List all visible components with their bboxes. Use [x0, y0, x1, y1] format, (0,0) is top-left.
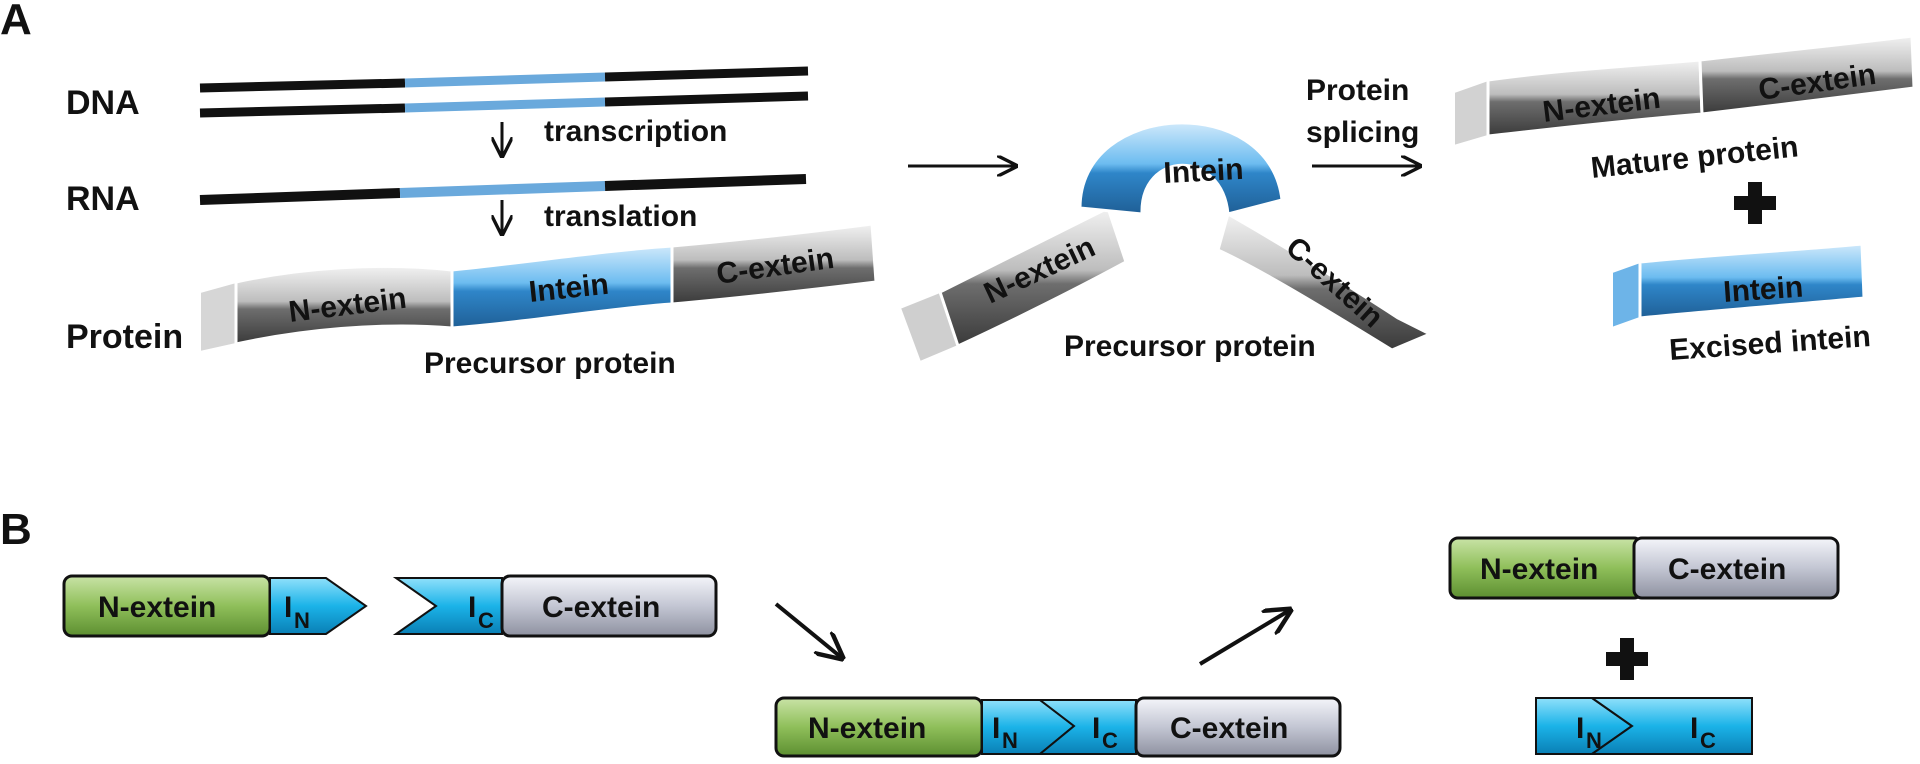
folded-n-extein: [938, 205, 1128, 349]
b-in-sub-1: N: [294, 608, 310, 633]
excised-intein-label: Intein: [1722, 270, 1804, 309]
b-n-extein-label-2: N-extein: [808, 712, 926, 745]
panel-b-letter: B: [0, 505, 32, 554]
b-in-sub-2: N: [1002, 728, 1018, 753]
b-ic-block-3: [1588, 697, 1753, 755]
mature-c-extein: [1698, 34, 1916, 116]
b-c-extein-label-3: C-extein: [1668, 553, 1786, 586]
b-c-extein-label-1: C-extein: [542, 591, 660, 624]
b-n-extein-label-1: N-extein: [98, 591, 216, 624]
b-c-extein-box-3: [1632, 536, 1840, 600]
splicing-label-line2: splicing: [1306, 116, 1419, 149]
b-ic-block-2: [1037, 699, 1137, 755]
plus-icon: [1734, 182, 1776, 224]
b-ic-letter-1: I: [468, 591, 476, 624]
b-c-extein-label-2: C-extein: [1170, 712, 1288, 745]
precursor-middle-caption: Precursor protein: [1064, 330, 1316, 363]
folded-intein-arch: [1078, 121, 1284, 216]
excised-intein: Intein: [1611, 242, 1866, 330]
mature-protein: N-extein C-extein: [1453, 34, 1916, 148]
b-in-sub-3: N: [1586, 728, 1602, 753]
split-c-precursor: I C C-extein: [392, 574, 718, 638]
folded-c-extein: [1216, 211, 1434, 352]
b-c-extein-box-1: [500, 574, 718, 638]
precursor-protein-folded: N-extein Intein C-extein: [898, 121, 1434, 364]
b-in-letter-1: I: [284, 591, 292, 624]
excised-end-cap: [1611, 260, 1641, 330]
spliced-intein: I N I C: [1535, 697, 1753, 755]
split-n-precursor: N-extein I N: [62, 574, 368, 638]
plus-icon-b: [1606, 638, 1648, 680]
c-extein-segment: [670, 222, 878, 306]
b-n-extein-label-3: N-extein: [1480, 553, 1598, 586]
folded-intein-label: Intein: [1163, 153, 1245, 190]
mature-caption: Mature protein: [1589, 130, 1800, 185]
n-extein-end-cap: [199, 280, 237, 354]
b-ic-block-1: [392, 577, 503, 635]
ligated-product: N-extein C-extein: [1448, 536, 1840, 600]
b-c-extein-box-2: [1134, 696, 1342, 758]
precursor-protein-linear: N-extein Intein C-extein: [199, 222, 878, 354]
translation-label: translation: [544, 200, 697, 233]
protein-label: Protein: [66, 318, 183, 356]
excised-intein-segment: [1638, 242, 1866, 320]
splicing-arrow-b-icon: [1198, 610, 1290, 666]
b-ic-letter-3: I: [1690, 712, 1698, 745]
b-in-letter-2: I: [992, 712, 1000, 745]
association-arrow-icon: [774, 602, 842, 658]
excised-caption: Excised intein: [1668, 320, 1872, 367]
b-ic-letter-2: I: [1092, 712, 1100, 745]
b-ic-sub-3: C: [1700, 728, 1716, 753]
dna-label: DNA: [66, 84, 140, 122]
mature-end-cap: [1453, 78, 1489, 148]
splicing-label-line1: Protein: [1306, 74, 1409, 107]
transcription-label: transcription: [544, 115, 727, 148]
panel-a-letter: A: [0, 0, 32, 44]
b-ic-sub-1: C: [478, 608, 494, 633]
rna-strand: [199, 174, 807, 205]
precursor-left-caption: Precursor protein: [424, 347, 676, 380]
rna-label: RNA: [66, 180, 140, 218]
b-in-letter-3: I: [1576, 712, 1584, 745]
b-in-block-1: [269, 577, 368, 635]
assembled-precursor: N-extein I N I C C-extein: [774, 696, 1342, 758]
b-ic-sub-2: C: [1102, 728, 1118, 753]
dna-strands: [199, 66, 809, 118]
